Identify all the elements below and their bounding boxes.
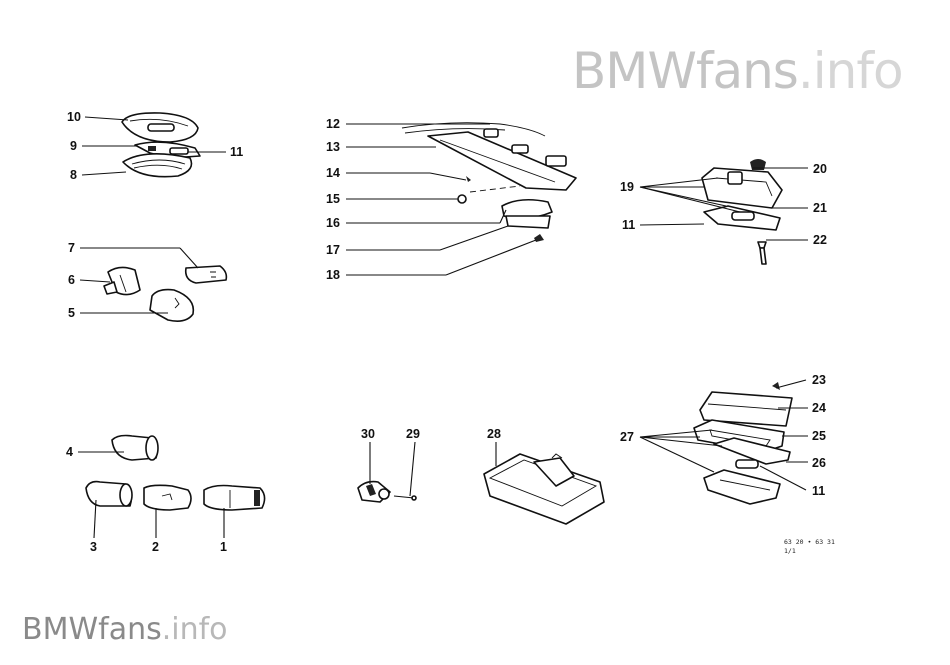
callout-3: 3 [90,540,97,554]
callout-29: 29 [406,427,420,441]
callout-10: 10 [67,110,81,124]
sockets-and-bulbs [85,434,266,511]
watermark-top: BMWfans.info [572,42,904,100]
boot-light-assembly [401,122,577,242]
watermark-bottom: BMWfans.info [22,612,228,647]
callout-11: 11 [230,145,243,159]
callout-18: 18 [326,268,340,282]
callout-17: 17 [326,243,340,257]
callout-26: 26 [812,456,826,470]
callout-20: 20 [813,162,827,176]
callout-27: 27 [620,430,634,444]
callout-15: 15 [326,192,340,206]
switch-and-screw [357,480,417,503]
callout-22: 22 [813,233,827,247]
license-light-lower [693,382,793,505]
callout-12: 12 [326,117,340,131]
callout-21: 21 [813,201,827,215]
callout-7: 7 [68,241,75,255]
drawing-code: 63 20 • 63 31 [784,538,835,546]
callout-30: 30 [361,427,375,441]
callout-25: 25 [812,429,826,443]
callout-6: 6 [68,273,75,287]
callout-4: 4 [66,445,73,459]
callout-28: 28 [487,427,501,441]
drawing-sheet: 1/1 [784,547,796,555]
callout-8: 8 [70,168,77,182]
callout-23: 23 [812,373,826,387]
callout-16: 16 [326,216,340,230]
interior-light-assembly [121,112,201,178]
callout-9: 9 [70,139,77,153]
callout-5: 5 [68,306,75,320]
callout-2: 2 [152,540,159,554]
callout-13: 13 [326,140,340,154]
license-light-upper [701,159,783,265]
callout-14: 14 [326,166,340,180]
callout-24: 24 [812,401,826,415]
callout-11-lower-right: 11 [812,484,825,498]
callout-19: 19 [620,180,634,194]
housing-block [483,453,605,525]
callout-11-upper-right: 11 [622,218,635,232]
callout-1: 1 [220,540,227,554]
